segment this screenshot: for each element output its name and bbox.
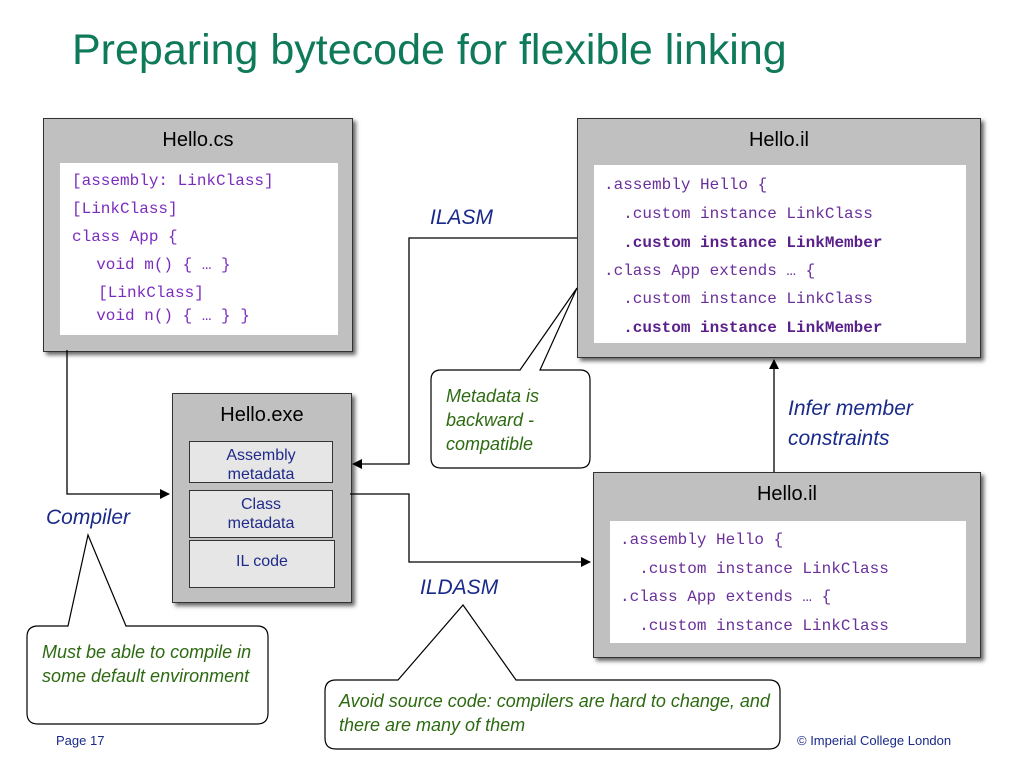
code-line: void m() { … } <box>77 256 231 274</box>
slide-title: Preparing bytecode for flexible linking <box>72 26 787 74</box>
compiler-arrow <box>66 350 170 499</box>
code-line-highlighted: .custom instance LinkMember <box>604 234 883 252</box>
assembly-metadata-label: Assembly metadata <box>226 447 296 483</box>
hello-il-bottom-code: .assembly Hello { .custom instance LinkC… <box>610 521 966 643</box>
ildasm-label: ILDASM <box>420 576 499 599</box>
il-code-section: IL code <box>189 540 335 588</box>
compile-callout-outline <box>26 533 269 725</box>
code-line: .custom instance LinkClass <box>604 290 873 308</box>
code-line: void n() { … } } <box>77 307 250 325</box>
hello-exe-title: Hello.exe <box>220 404 304 426</box>
avoid-callout-outline <box>324 604 781 750</box>
code-line: .assembly Hello { <box>620 531 784 549</box>
code-line: [LinkClass] <box>72 200 178 218</box>
hello-cs-panel: Hello.cs [assembly: LinkClass] [LinkClas… <box>43 118 353 352</box>
hello-il-top-code: .assembly Hello { .custom instance LinkC… <box>594 165 966 343</box>
code-line: class App { <box>72 228 178 246</box>
hello-exe-panel: Hello.exe Assembly metadata Class metada… <box>172 393 352 603</box>
assembly-metadata-section: Assembly metadata <box>189 441 333 483</box>
metadata-callout-outline <box>430 287 591 469</box>
code-line: [assembly: LinkClass] <box>72 172 274 190</box>
compile-callout-text: Must be able to compile in some default … <box>42 642 252 686</box>
code-line: .custom instance LinkClass <box>620 617 889 635</box>
code-line: .class App extends … { <box>604 262 816 280</box>
code-line-highlighted: .custom instance LinkMember <box>604 319 883 337</box>
compiler-label: Compiler <box>46 506 131 529</box>
code-line: .custom instance LinkClass <box>620 560 889 578</box>
il-code-label: IL code <box>236 553 288 570</box>
infer-label: Infer member constraints <box>788 397 913 450</box>
code-line: .assembly Hello { <box>604 176 768 194</box>
code-line: .class App extends … { <box>620 588 832 606</box>
ildasm-arrow <box>350 493 591 567</box>
hello-il-top-panel: Hello.il .assembly Hello { .custom insta… <box>577 118 981 358</box>
hello-cs-code: [assembly: LinkClass] [LinkClass] class … <box>60 163 338 335</box>
metadata-callout-text: Metadata is backward - compatible <box>446 386 540 454</box>
code-line: [LinkClass] <box>79 284 204 302</box>
hello-il-bottom-title: Hello.il <box>756 483 818 505</box>
copyright: © Imperial College London <box>797 733 952 748</box>
page-number: Page 17 <box>56 733 105 748</box>
class-metadata-section: Class metadata <box>189 490 333 538</box>
hello-cs-title: Hello.cs <box>162 129 234 151</box>
hello-il-bottom-panel: Hello.il .assembly Hello { .custom insta… <box>593 472 981 658</box>
code-line: .custom instance LinkClass <box>604 205 873 223</box>
avoid-callout-text: Avoid source code: compilers are hard to… <box>339 691 770 735</box>
class-metadata-label: Class metadata <box>227 496 295 532</box>
ilasm-arrow <box>352 237 577 469</box>
ilasm-label: ILASM <box>430 206 494 229</box>
hello-il-top-title: Hello.il <box>748 129 810 151</box>
